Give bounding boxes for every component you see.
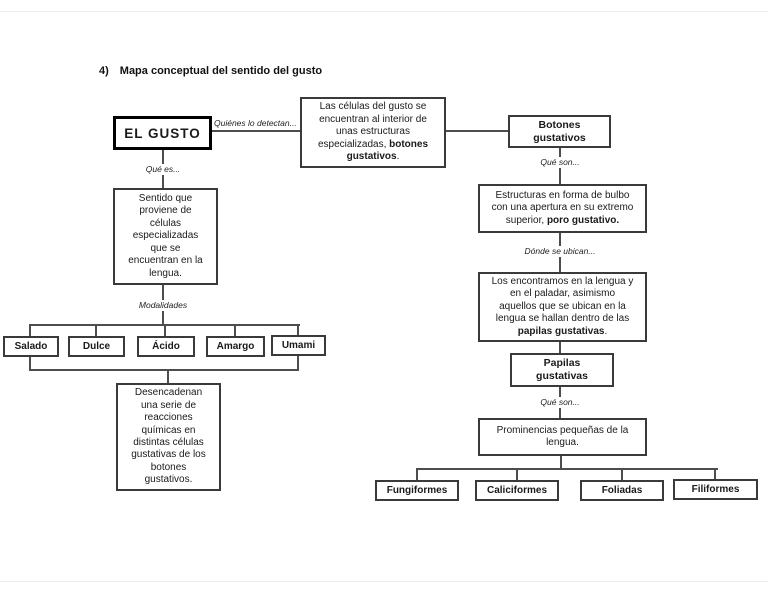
- label-modalidades: Modalidades: [123, 300, 203, 311]
- title-number: 4): [99, 65, 109, 77]
- node-prominencias-text: Prominencias pequeñas de la lengua.: [496, 424, 629, 448]
- connector-ubicacion-papilas: [559, 342, 561, 353]
- label-que-es: Qué es...: [133, 164, 193, 175]
- papilla-type-caliciformes: Caliciformes: [475, 480, 559, 501]
- filiformes-label: Filiformes: [691, 484, 740, 495]
- ubicacion-text-period: .: [604, 325, 608, 337]
- label-que-son-botones: Qué son...: [528, 157, 592, 168]
- taste-amargo: Amargo: [206, 336, 265, 357]
- estructuras-text-bold: poro gustativo.: [546, 214, 620, 226]
- ubicacion-text-normal: Los encontramos en la lengua y en el pal…: [491, 275, 634, 325]
- foliadas-label: Foliadas: [601, 485, 643, 496]
- umami-label: Umami: [281, 340, 316, 351]
- estructuras-text-normal: Estructuras en forma de bulbo con una ap…: [491, 189, 634, 226]
- celulas-text-bold: botones gustativos: [346, 138, 429, 163]
- node-desencadenan: Desencadenan una serie de reacciones quí…: [116, 383, 221, 491]
- bracket-stub-amargo: [234, 326, 236, 336]
- bracket-stub-caliciformes: [516, 470, 518, 481]
- node-desencadenan-text: Desencadenan una serie de reacciones quí…: [131, 387, 206, 486]
- node-botones-label: Botones gustativos: [533, 118, 586, 144]
- node-ubicacion: Los encontramos en la lengua y en el pal…: [478, 272, 647, 342]
- node-el-gusto-label: EL GUSTO: [124, 125, 201, 141]
- papilla-type-foliadas: Foliadas: [580, 480, 664, 501]
- bracket-bottom-right-stub: [297, 356, 299, 371]
- page-bottom-edge: [0, 581, 768, 582]
- bracket-tastes-bottom: [29, 369, 299, 371]
- bracket-stub-umami: [297, 326, 299, 336]
- node-el-gusto: EL GUSTO: [113, 116, 212, 150]
- celulas-text-normal: Las células del gusto se encuentran al i…: [317, 101, 427, 150]
- node-celulas-del-gusto: Las células del gusto se encuentran al i…: [300, 97, 446, 168]
- papilla-type-fungiformes: Fungiformes: [375, 480, 459, 501]
- taste-salado: Salado: [3, 336, 59, 357]
- dulce-label: Dulce: [82, 341, 111, 352]
- title-text: Mapa conceptual del sentido del gusto: [119, 65, 323, 77]
- connector-elgusto-celulas: [212, 130, 300, 132]
- taste-dulce: Dulce: [68, 336, 125, 357]
- node-ubicacion-text: Los encontramos en la lengua y en el pal…: [492, 276, 634, 338]
- bracket-tastes-top: [29, 324, 300, 326]
- page-top-edge: [0, 11, 768, 12]
- connector-celulas-botones: [446, 130, 508, 132]
- caliciformes-label: Caliciformes: [486, 485, 548, 496]
- node-botones-gustativos: Botones gustativos: [508, 115, 611, 148]
- label-donde-se-ubican: Dónde se ubican...: [515, 246, 605, 257]
- connector-prominencias-bracket: [560, 456, 562, 469]
- taste-umami: Umami: [271, 335, 326, 356]
- node-celulas-text: Las células del gusto se encuentran al i…: [318, 101, 428, 163]
- amargo-label: Amargo: [216, 341, 255, 352]
- node-prominencias: Prominencias pequeñas de la lengua.: [478, 418, 647, 456]
- fungiformes-label: Fungiformes: [386, 485, 448, 496]
- node-papilas-gustativas: Papilas gustativas: [510, 353, 614, 387]
- acido-label: Ácido: [152, 341, 180, 352]
- node-estructuras-text: Estructuras en forma de bulbo con una ap…: [492, 190, 634, 227]
- bracket-papilla-types: [416, 468, 718, 470]
- bracket-bottom-left-stub: [29, 357, 31, 371]
- label-que-son-papilas: Qué son...: [528, 397, 592, 408]
- ubicacion-text-bold: papilas gustativas: [517, 325, 605, 337]
- bracket-stub-acido: [164, 326, 166, 336]
- page-title: 4) Mapa conceptual del sentido del gusto: [99, 65, 322, 77]
- label-quienes-lo-detectan: Quiénes lo detectan...: [214, 118, 297, 128]
- node-sentido-text: Sentido que proviene de células especial…: [128, 193, 203, 279]
- papilla-type-filiformes: Filiformes: [673, 479, 758, 500]
- bracket-stub-dulce: [95, 326, 97, 336]
- bracket-stub-filiformes: [714, 470, 716, 481]
- node-estructuras-bulbo: Estructuras en forma de bulbo con una ap…: [478, 184, 647, 233]
- bracket-stub-salado: [29, 326, 31, 336]
- celulas-text-period: .: [396, 151, 400, 163]
- bracket-stub-fungiformes: [416, 470, 418, 481]
- taste-acido: Ácido: [137, 336, 195, 357]
- bracket-stub-foliadas: [621, 470, 623, 481]
- node-sentido: Sentido que proviene de células especial…: [113, 188, 218, 285]
- node-papilas-label: Papilas gustativas: [536, 357, 588, 382]
- salado-label: Salado: [14, 341, 48, 352]
- connector-tastes-desencadenan: [167, 371, 169, 384]
